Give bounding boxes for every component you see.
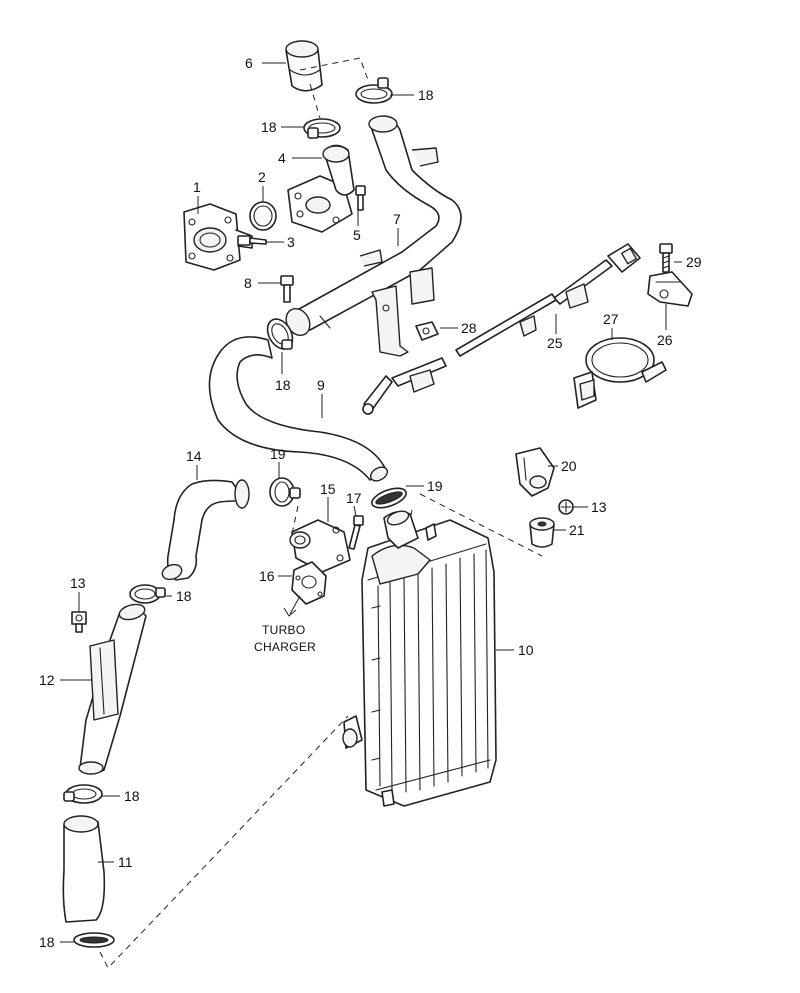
callout-7: 7 <box>393 211 401 227</box>
part-18-hose-clamp-bottom <box>73 932 115 948</box>
part-15-outlet-fitting <box>289 519 351 573</box>
part-12-lower-charge-pipe <box>78 603 147 775</box>
turbocharger-note: TURBO CHARGER <box>254 623 316 654</box>
part-2-gasket-ring <box>249 201 277 231</box>
callout-12: 12 <box>39 672 55 688</box>
part-9-curved-hose <box>208 336 389 482</box>
callout-10: 10 <box>518 642 534 658</box>
part-19-clamp-right <box>371 487 407 509</box>
callout-5: 5 <box>353 227 361 243</box>
callout-8: 8 <box>244 275 252 291</box>
assembly-dashed-lines <box>99 57 543 969</box>
callout-17: 17 <box>346 490 362 506</box>
callout-11: 11 <box>118 854 133 870</box>
callout-28: 28 <box>461 320 477 336</box>
callout-27: 27 <box>603 311 619 327</box>
callout-18-top-left: 18 <box>261 119 277 135</box>
callout-25: 25 <box>547 335 563 351</box>
part-11-lower-hose <box>62 815 106 923</box>
callout-18-mid: 18 <box>275 377 291 393</box>
part-17-bolt <box>348 515 364 550</box>
part-26-bracket <box>647 271 693 307</box>
part-21-grommet <box>529 517 555 548</box>
part-13-bolt-right <box>558 499 574 515</box>
callout-labels: 6 18 18 4 1 2 3 5 7 8 18 9 28 25 29 26 2… <box>39 55 702 950</box>
part-27-clamp-band <box>573 337 667 409</box>
part-3-bolt <box>237 235 267 246</box>
part-18-hose-clamp-top-right <box>355 77 393 104</box>
part-20-bracket <box>515 447 555 497</box>
note-line-2: CHARGER <box>254 640 316 654</box>
callout-9: 9 <box>317 377 325 393</box>
part-13-bolt-left <box>71 611 87 633</box>
part-4-elbow-flange-pipe <box>287 144 355 233</box>
part-16-gasket <box>291 561 327 605</box>
part-5-bolt <box>355 185 366 211</box>
callout-3: 3 <box>287 234 295 250</box>
part-28-clip <box>415 321 439 341</box>
callout-6: 6 <box>245 55 253 71</box>
part-19-clamp-left <box>269 477 301 507</box>
part-29-bolt <box>659 243 673 273</box>
part-18-hose-clamp-top-left <box>303 118 341 139</box>
part-8-bolt <box>280 275 294 303</box>
callout-20: 20 <box>561 458 577 474</box>
callout-15: 15 <box>320 481 336 497</box>
callout-16: 16 <box>259 568 275 584</box>
part-7-charge-air-pipe <box>285 115 462 357</box>
part-18-hose-clamp-lower-mid <box>129 584 166 604</box>
note-line-1: TURBO <box>262 623 306 637</box>
part-25-sensor-cable <box>362 243 641 415</box>
part-6-coupling-hose <box>285 40 323 92</box>
callout-19-left: 19 <box>270 446 286 462</box>
callout-2: 2 <box>258 169 266 185</box>
callout-18-top-right: 18 <box>418 87 434 103</box>
part-10-intercooler <box>342 510 497 807</box>
callout-18-bottom: 18 <box>39 934 55 950</box>
callout-1: 1 <box>193 179 201 195</box>
callout-leaders <box>60 62 682 943</box>
part-18-hose-clamp-lower <box>63 784 103 804</box>
callout-29: 29 <box>686 254 702 270</box>
callout-18-lower: 18 <box>124 788 140 804</box>
callout-26: 26 <box>657 332 673 348</box>
callout-21: 21 <box>569 522 585 538</box>
part-18-hose-clamp-mid <box>266 318 294 350</box>
callout-18-lower-mid: 18 <box>176 588 192 604</box>
callout-4: 4 <box>278 150 286 166</box>
intercooler-fins <box>371 549 489 793</box>
callout-14: 14 <box>186 448 202 464</box>
turbocharger-arrow <box>283 595 301 617</box>
callout-13-right: 13 <box>591 499 607 515</box>
callout-13-left: 13 <box>70 575 86 591</box>
part-14-intercooler-hose <box>161 479 250 581</box>
callout-19-right: 19 <box>427 478 443 494</box>
